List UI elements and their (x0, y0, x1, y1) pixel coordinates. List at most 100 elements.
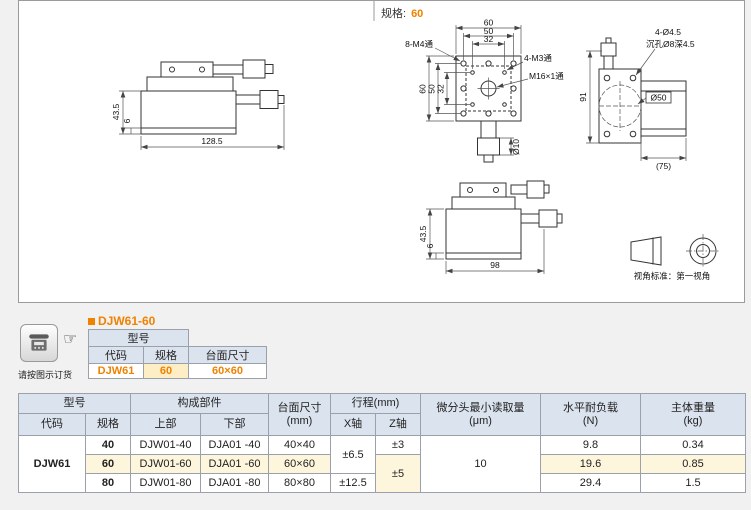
order-section: ☞ 请按图示订货 DJW61-60 型号 代码 规格 台面尺寸 DJW61 60… (18, 314, 348, 386)
order-header-model: 型号 (88, 329, 189, 347)
dim-stem-diameter: Ø10 (511, 139, 521, 155)
order-spec-value: 60 (143, 363, 189, 379)
header-model-group: 型号 (18, 393, 131, 414)
plan-view-drawing: 60 50 32 60 50 32 8-M4通 4-M3通 M16×1通 Ø10 (405, 18, 564, 163)
spec-row-60: 60 DJW01-60 DJA01 -60 60×60 ±5 19.6 0.85 (19, 454, 746, 493)
cell-weight-40: 0.34 (640, 435, 746, 455)
bullet-icon (88, 318, 95, 325)
header-size-line2: (mm) (286, 414, 313, 427)
spec-row-80: 80 DJW01-80 DJA01 -80 80×80 ±12.5 29.4 1… (19, 473, 746, 493)
header-lower: 下部 (200, 413, 269, 436)
header-weight: 主体重量(kg) (640, 393, 746, 436)
header-weight-line1: 主体重量 (671, 401, 715, 414)
cell-spec-60: 60 (85, 454, 131, 474)
header-load-line2: (N) (582, 414, 599, 427)
label-corner-holes: 8-M4通 (405, 39, 433, 49)
order-table-row-model: 型号 (88, 329, 267, 347)
label-circle-d50: Ø50 (650, 93, 666, 103)
cell-x-40-60: ±6.5 (330, 435, 376, 474)
cell-size-80: 80×80 (268, 473, 331, 493)
header-size-line1: 台面尺寸 (277, 401, 322, 414)
cell-spec-80: 80 (85, 473, 131, 493)
header-micro-line1: 微分头最小读取量 (436, 401, 525, 414)
dim-lower-height: 43.5 (418, 225, 428, 242)
spec-label: 规格: (381, 8, 407, 20)
lower-view-drawing: 43.5 6 98 (418, 180, 563, 274)
side-view-drawing: Ø50 4-Ø4.5 沉孔Ø8深4.5 91 (75) (578, 27, 695, 171)
cell-code: DJW61 (18, 435, 86, 493)
spec-table: 型号 构成部件 台面尺寸(mm) 行程(mm) 微分头最小读取量(μm) 水平耐… (18, 393, 746, 493)
projection-note: 视角标准：第一视角 (634, 271, 711, 281)
order-title: DJW61-60 (88, 314, 155, 328)
cell-upper-40: DJW01-40 (130, 435, 201, 455)
cell-micrometer: 10 (420, 435, 541, 493)
order-code-value: DJW61 (88, 363, 144, 379)
label-center-thread: M16×1通 (529, 71, 564, 81)
header-micro-line2: (μm) (469, 414, 492, 427)
cell-load-60: 19.6 (540, 454, 641, 474)
cell-weight-60: 0.85 (640, 454, 746, 474)
cell-spec-40: 40 (85, 435, 131, 455)
spec-header-row-groups: 型号 构成部件 台面尺寸(mm) 行程(mm) 微分头最小读取量(μm) 水平耐… (18, 393, 746, 436)
order-icon-box (20, 324, 58, 362)
front-view-drawing: 43.5 6 128.5 (111, 59, 285, 150)
technical-drawing: 43.5 6 128.5 (111, 1, 720, 281)
dim-front-height: 43.5 (111, 103, 121, 120)
cell-size-40: 40×40 (268, 435, 331, 455)
cell-lower-80: DJA01 -80 (200, 473, 269, 493)
order-size-value: 60×60 (188, 363, 267, 379)
pointer-hand-icon: ☞ (63, 331, 78, 348)
order-header-code: 代码 (88, 346, 144, 364)
order-header-spec: 规格 (143, 346, 189, 364)
cell-z-60-80: ±5 (375, 454, 421, 493)
spec-value: 60 (411, 8, 424, 20)
label-inner-holes: 4-M3通 (524, 53, 552, 63)
header-parts-group: 构成部件 (130, 393, 269, 414)
dim-front-width: 128.5 (201, 136, 223, 146)
label-side-holes: 4-Ø4.5 (655, 27, 681, 37)
header-upper: 上部 (130, 413, 201, 436)
order-ghost-cell (189, 330, 267, 347)
header-micrometer: 微分头最小读取量(μm) (420, 393, 541, 436)
order-table-row-headers: 代码 规格 台面尺寸 (88, 346, 267, 364)
dim-plan-left-inner: 32 (436, 84, 446, 94)
dim-side-height: 91 (578, 92, 588, 102)
cell-load-40: 9.8 (540, 435, 641, 455)
order-title-text: DJW61-60 (98, 314, 156, 328)
cell-weight-80: 1.5 (640, 473, 746, 493)
spec-header: 规格: 60 (381, 5, 423, 21)
cell-upper-80: DJW01-80 (130, 473, 201, 493)
header-load-line1: 水平耐负载 (563, 401, 618, 414)
header-size: 台面尺寸(mm) (268, 393, 331, 436)
spec-row-40: DJW61 40 DJW01-40 DJA01 -40 40×40 ±6.5 ±… (18, 435, 746, 493)
header-x-axis: X轴 (330, 413, 376, 436)
dim-lower-base: 6 (425, 243, 435, 248)
order-table: 型号 代码 规格 台面尺寸 DJW61 60 60×60 (88, 329, 267, 379)
dim-plan-top-outer: 60 (484, 18, 494, 28)
label-side-counterbore: 沉孔Ø8深4.5 (646, 39, 695, 49)
cell-load-80: 29.4 (540, 473, 641, 493)
drawing-panel: 规格: 60 (18, 0, 745, 303)
cell-z-40: ±3 (375, 435, 421, 455)
dim-plan-left-mid: 50 (427, 84, 437, 94)
header-weight-line2: (kg) (683, 414, 703, 427)
header-z-axis: Z轴 (375, 413, 421, 436)
order-header-size: 台面尺寸 (188, 346, 267, 364)
cell-size-60: 60×60 (268, 454, 331, 474)
dim-plan-top-mid: 50 (484, 26, 494, 36)
dim-lower-width: 98 (490, 260, 500, 270)
order-note: 请按图示订货 (18, 370, 73, 380)
cell-lower-40: DJA01 -40 (200, 435, 269, 455)
cell-x-80: ±12.5 (330, 473, 376, 493)
cell-upper-60: DJW01-60 (130, 454, 201, 474)
fax-icon (29, 334, 49, 351)
header-spec: 规格 (85, 413, 131, 436)
label-box-d50 (645, 91, 672, 104)
order-table-row-values: DJW61 60 60×60 (88, 363, 267, 379)
projection-symbol: 视角标准：第一视角 (630, 234, 720, 281)
cell-lower-60: DJA01 -60 (200, 454, 269, 474)
dim-side-width: (75) (656, 161, 671, 171)
dim-plan-left-outer: 60 (418, 84, 428, 94)
dim-front-base: 6 (122, 118, 132, 123)
